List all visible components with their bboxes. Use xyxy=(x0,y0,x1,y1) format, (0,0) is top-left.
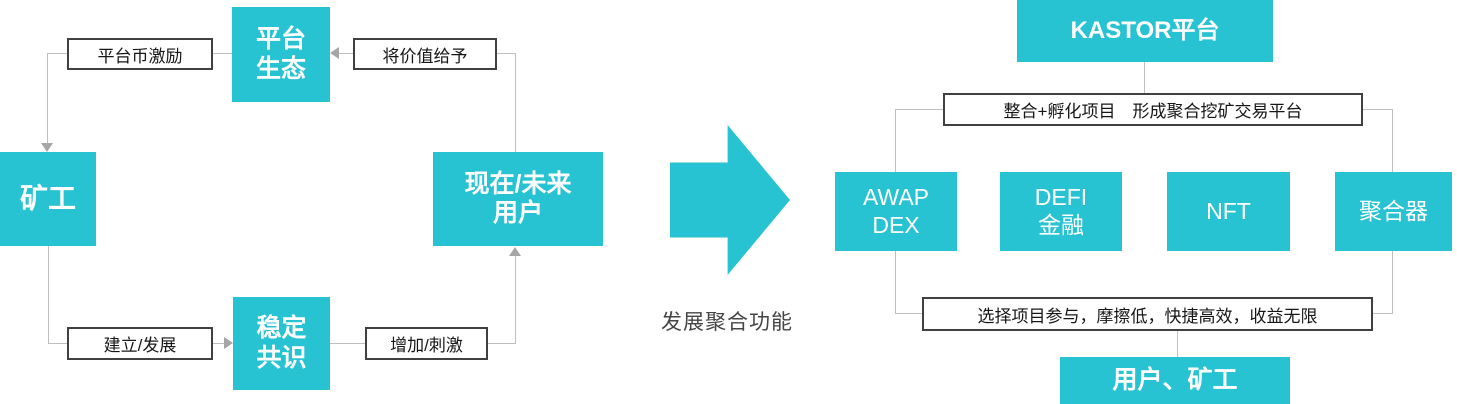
transition-arrow-icon xyxy=(670,125,790,275)
node-current-future-users: 现在/未来 用户 xyxy=(433,152,603,246)
connector-kastor-down xyxy=(1144,62,1145,93)
node-platform-ecosystem: 平台 生态 xyxy=(232,7,330,102)
connector-establish-to-consensus xyxy=(213,343,224,344)
connector-consensus-to-stimulate xyxy=(330,343,365,344)
arrowhead-left-into-ecosystem-icon xyxy=(330,47,339,59)
connector-select-right-bottom xyxy=(1373,313,1392,314)
connector-givevalue-right xyxy=(497,53,515,54)
label-integrate-incubate: 整合+孵化项目 形成聚合挖矿交易平台 xyxy=(943,93,1363,126)
connector-stimulate-up-to-users xyxy=(515,256,516,344)
edge-label-give-value: 将价值给予 xyxy=(353,38,497,70)
node-nft: NFT xyxy=(1167,172,1290,251)
connector-establish-left xyxy=(48,343,67,344)
arrowhead-down-into-miner-icon xyxy=(41,143,53,152)
node-miner: 矿工 xyxy=(0,152,96,246)
edge-label-establish-develop: 建立/发展 xyxy=(67,327,213,360)
connector-givevalue-to-ecosystem xyxy=(339,53,353,54)
connector-users-up-to-givevalue xyxy=(515,53,516,152)
transition-arrow-caption: 发展聚合功能 xyxy=(661,311,793,334)
connector-select-down-to-users xyxy=(1177,331,1178,357)
connector-select-left-bottom xyxy=(895,313,922,314)
arrowhead-up-into-users-icon xyxy=(509,247,521,256)
connector-integrate-left-top xyxy=(895,109,943,110)
connector-miner-down-to-establish xyxy=(48,246,49,344)
connector-stimulate-right xyxy=(488,343,515,344)
node-stable-consensus: 稳定 共识 xyxy=(233,297,330,390)
node-aggregator: 聚合器 xyxy=(1335,172,1452,251)
connector-down-to-miner xyxy=(47,53,48,143)
label-select-projects: 选择项目参与，摩擦低，快捷高效，收益无限 xyxy=(922,297,1373,331)
connector-incentive-left xyxy=(47,53,67,54)
connector-integrate-right-top xyxy=(1363,109,1392,110)
edge-label-increase-stimulate: 增加/刺激 xyxy=(365,327,488,360)
node-awap-dex: AWAP DEX xyxy=(835,172,957,251)
node-kastor-platform: KASTOR平台 xyxy=(1017,0,1273,62)
connector-incentive-to-ecosystem xyxy=(213,53,232,54)
node-users-miners: 用户、矿工 xyxy=(1060,357,1290,404)
edge-label-platform-coin-incentive: 平台币激励 xyxy=(67,38,213,70)
arrowhead-right-into-consensus-icon xyxy=(224,337,233,349)
node-defi-finance: DEFI 金融 xyxy=(1000,172,1122,251)
